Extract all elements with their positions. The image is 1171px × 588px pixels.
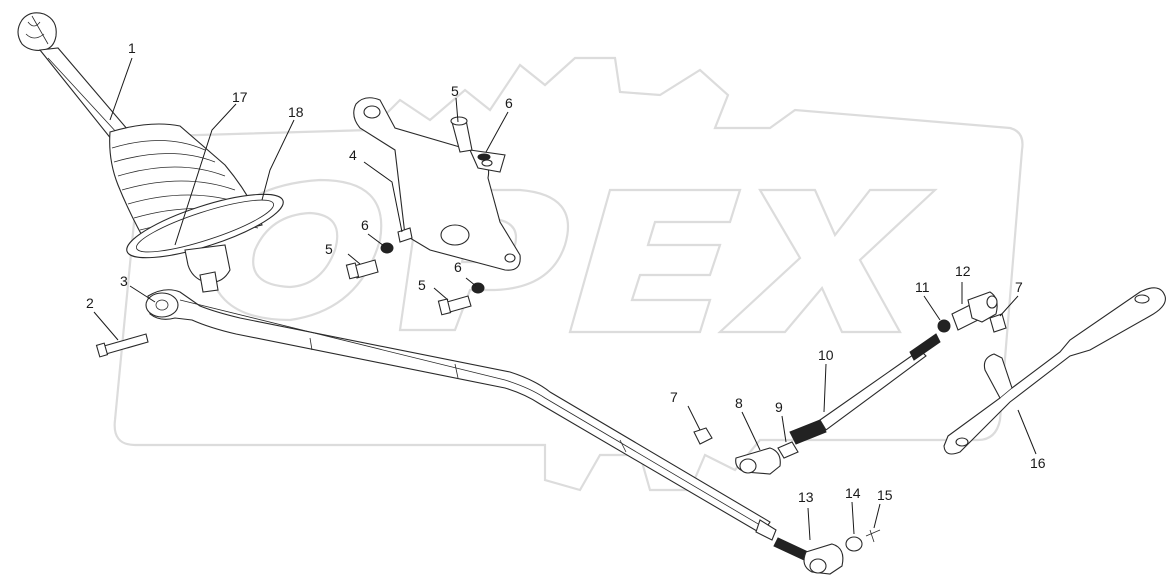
- leader-lines: [93, 57, 1037, 541]
- callout-5-mid: 5: [325, 241, 333, 257]
- fastener-set-mid: [345, 227, 413, 280]
- bolt-part-2: [95, 333, 149, 358]
- callout-5-top: 5: [451, 83, 459, 99]
- callout-1: 1: [128, 40, 136, 56]
- mounting-bracket: [353, 97, 521, 271]
- linkage-rod-assembly: [693, 333, 941, 475]
- callout-4: 4: [349, 147, 357, 163]
- callout-11: 11: [915, 279, 930, 295]
- callout-6-low: 6: [454, 259, 462, 275]
- fastener-set-low: [437, 282, 485, 316]
- callout-15: 15: [877, 487, 893, 503]
- rubber-boot: [109, 123, 284, 293]
- watermark-letter-o: [207, 178, 383, 322]
- callout-13: 13: [798, 489, 814, 505]
- callout-5-low: 5: [418, 277, 426, 293]
- boot-flange: [126, 193, 284, 259]
- watermark-letter-x: [717, 188, 938, 334]
- callout-12: 12: [955, 263, 971, 279]
- callout-6-top: 6: [505, 95, 513, 111]
- support-plate: [943, 287, 1166, 455]
- callout-3: 3: [120, 273, 128, 289]
- callout-9: 9: [775, 399, 783, 415]
- callout-6-mid: 6: [361, 217, 369, 233]
- callout-16: 16: [1030, 455, 1046, 471]
- callout-2: 2: [86, 295, 94, 311]
- callout-14: 14: [845, 485, 861, 501]
- right-ball-joint: [937, 291, 1007, 333]
- callout-7-right: 7: [1015, 279, 1023, 295]
- callout-10: 10: [818, 347, 834, 363]
- callout-7-left: 7: [670, 389, 678, 405]
- gear-lever: [17, 12, 129, 141]
- lower-ball-joint: [773, 529, 881, 575]
- watermark-logo: [113, 56, 1024, 492]
- callout-17: 17: [232, 89, 248, 105]
- watermark-gear-outline: [113, 56, 1024, 492]
- fastener-set-top: [450, 116, 491, 161]
- watermark-letter-e: [568, 188, 742, 334]
- callout-18: 18: [288, 104, 304, 120]
- shift-rod: [145, 289, 777, 541]
- callout-8: 8: [735, 395, 743, 411]
- callout-labels: 1 2 3 4 5 5 5 6 6 6 7 7 8 9 10 11 12 13 …: [86, 40, 1046, 505]
